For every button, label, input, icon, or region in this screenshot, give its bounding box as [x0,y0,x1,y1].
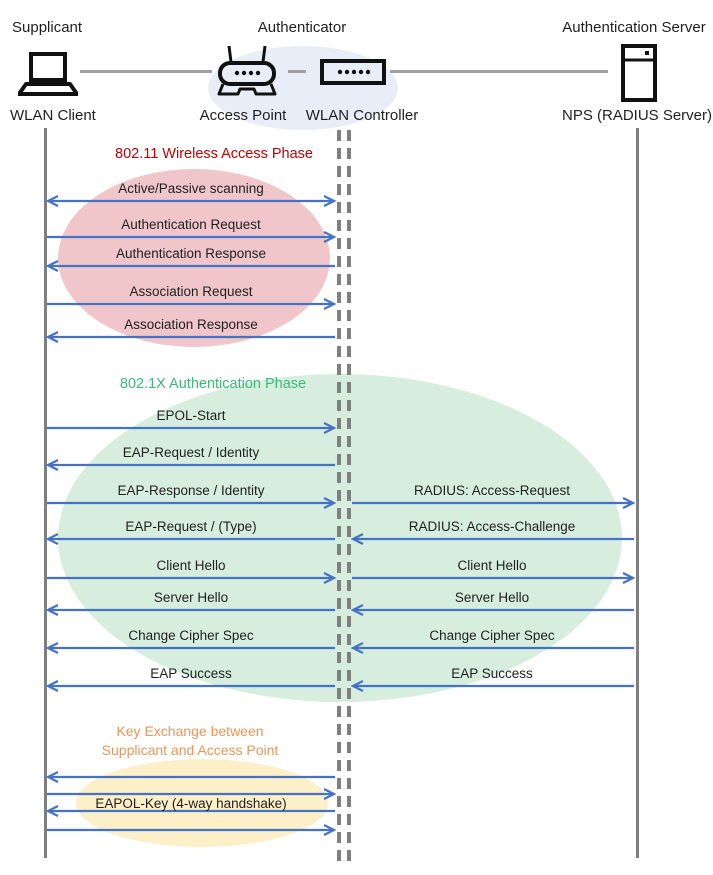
message-arrow-right [47,824,337,836]
key-exchange-phase-ellipse [76,759,328,847]
message-arrow-right [47,497,337,509]
message-label: Association Response [124,317,258,332]
message-arrow-left [45,805,335,817]
access-point-icon [215,42,279,103]
message-arrow-left [350,604,634,616]
message-arrow-left [45,680,335,692]
authenticator-lifeline-dashed-1 [337,130,341,862]
device-label-nps-radius-server: NPS (RADIUS Server) [561,107,713,124]
server-lifeline [636,128,639,858]
wireless-access-phase-ellipse [58,169,330,347]
message-label: EAPOL-Key (4-way handshake) [95,796,287,811]
message-label: Change Cipher Spec [429,628,555,643]
message-label: RADIUS: Access-Challenge [408,519,576,534]
wireless-access-phase-title: 802.11 Wireless Access Phase [115,146,313,162]
message-arrow-left [350,642,634,654]
device-label-wlan-controller: WLAN Controller [305,107,419,124]
message-arrow-both [45,195,337,207]
connector-line-ap-controller [288,70,306,73]
message-arrow-left [45,642,335,654]
message-arrow-right [352,572,636,584]
authenticator-lifeline-dashed-2 [347,130,351,862]
message-label: RADIUS: Access-Request [413,483,571,498]
message-label: EAP Success [150,666,232,681]
message-arrow-right [47,231,337,243]
message-arrow-left [45,260,335,272]
message-arrow-right [47,788,337,800]
message-arrow-left [45,331,335,343]
message-label: Client Hello [457,558,527,573]
device-label-wlan-client: WLAN Client [10,107,96,124]
message-arrow-left [45,533,335,545]
key-exchange-title-line2: Supplicant and Access Point [101,742,279,758]
message-label: Active/Passive scanning [118,181,264,196]
connector-line-controller-server [390,70,608,73]
message-arrow-left [45,771,335,783]
message-label: Change Cipher Spec [128,628,254,643]
supplicant-lifeline [44,128,47,858]
message-arrow-right [47,572,337,584]
message-arrow-left [350,533,634,545]
message-arrow-right [47,298,337,310]
message-label: Server Hello [153,590,229,605]
message-label: Association Request [129,284,253,299]
key-exchange-phase-title: Key Exchange between Supplicant and Acce… [70,722,310,760]
message-label: EPOL-Start [156,408,226,423]
message-label: Client Hello [156,558,226,573]
message-label: EAP-Response / Identity [117,483,265,498]
message-label: EAP-Request / Identity [122,445,260,460]
device-label-access-point: Access Point [199,107,287,124]
role-label-supplicant: Supplicant [12,19,83,36]
message-arrow-right [352,497,636,509]
wlan-controller-icon [320,59,386,90]
message-label: Authentication Request [121,217,261,232]
laptop-icon [17,52,79,103]
role-label-authentication-server: Authentication Server [562,19,706,36]
message-arrow-left [350,680,634,692]
authentication-phase-title: 802.1X Authentication Phase [119,376,307,392]
key-exchange-title-line1: Key Exchange between [116,723,264,739]
connector-line-client-ap [80,70,212,73]
message-arrow-right [47,422,337,434]
role-label-authenticator: Authenticator [257,19,347,36]
message-arrow-left [45,604,335,616]
message-label: Server Hello [454,590,530,605]
message-label: Authentication Response [115,246,267,261]
message-arrow-left [45,459,335,471]
message-label: EAP-Request / (Type) [125,519,257,534]
message-label: EAP Success [451,666,533,681]
server-icon [621,44,657,107]
